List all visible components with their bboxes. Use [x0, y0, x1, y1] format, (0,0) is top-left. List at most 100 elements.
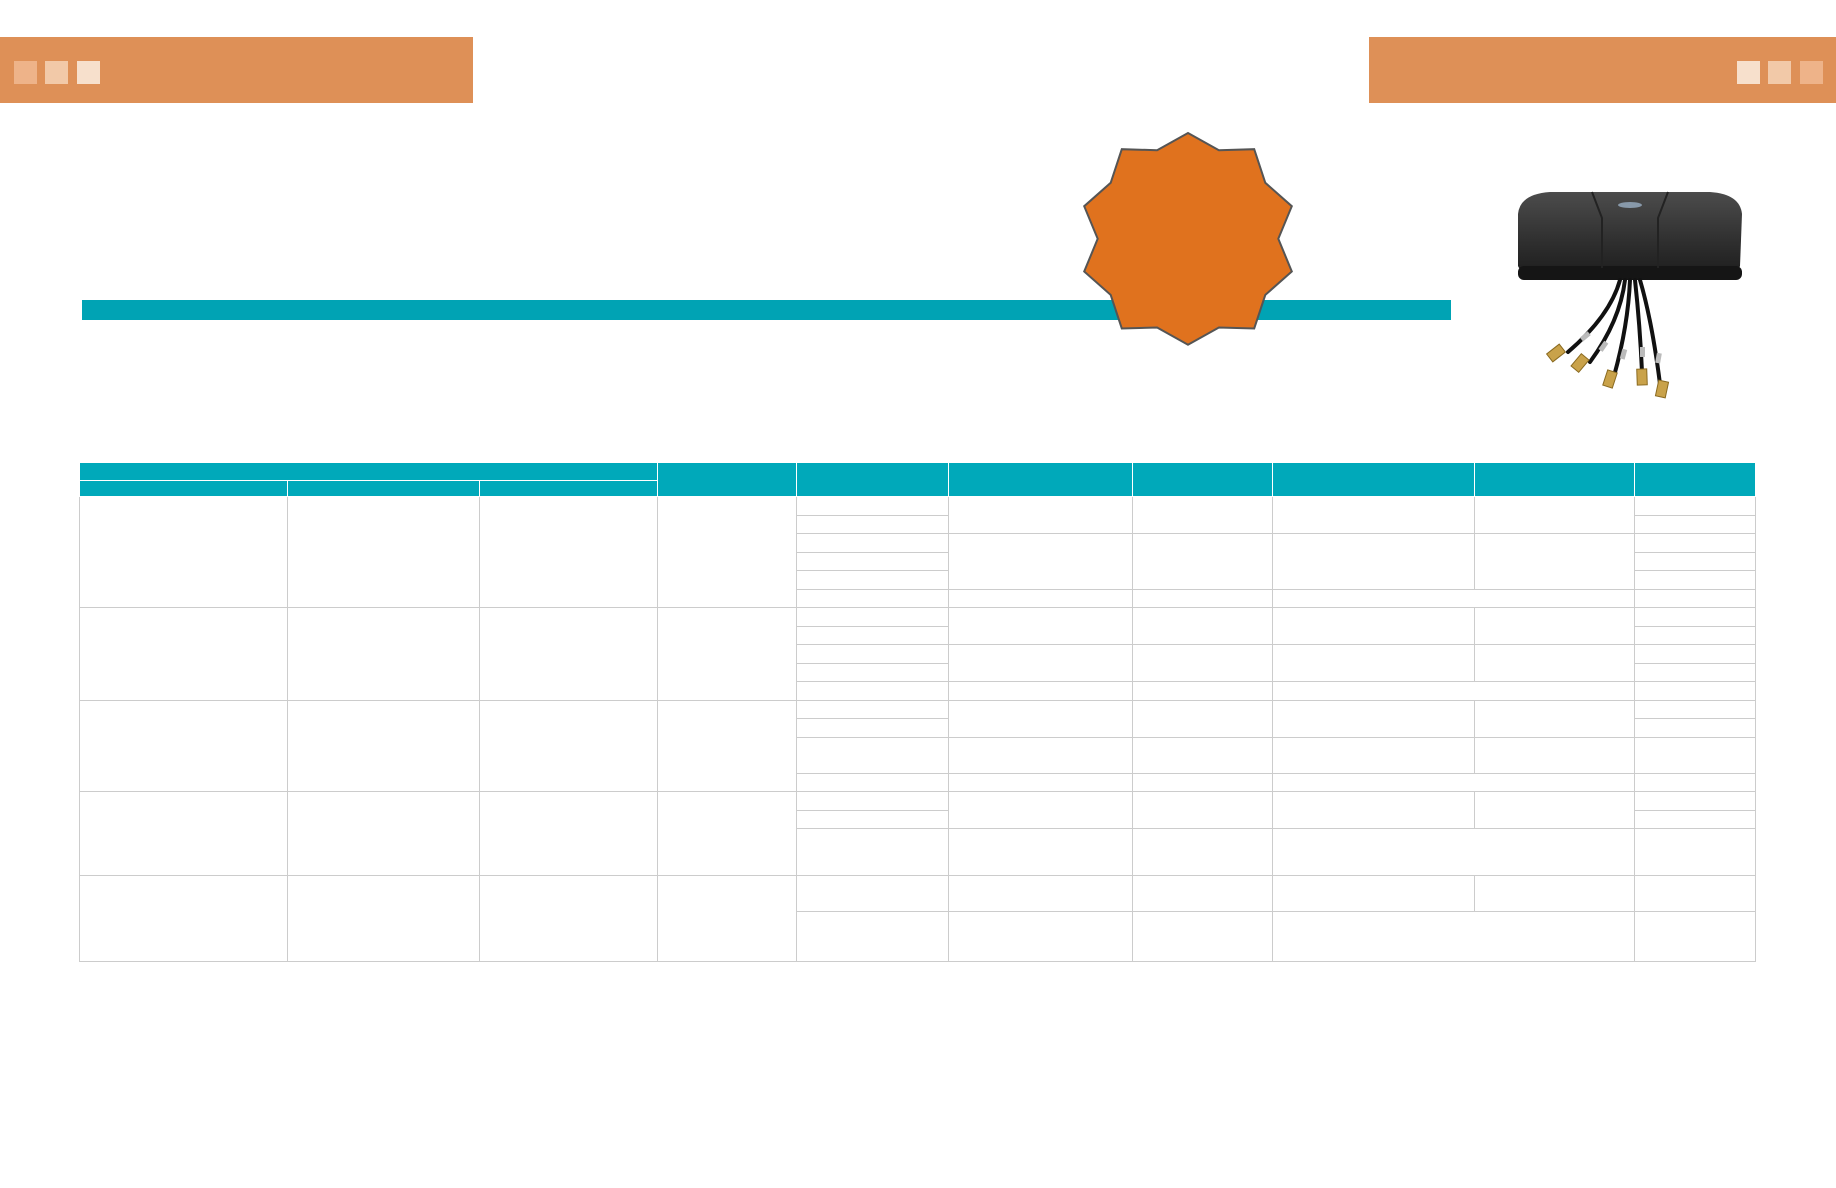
table-row [80, 662, 1757, 683]
table-cell [796, 874, 950, 912]
table-cell [1634, 828, 1757, 876]
table-cell [1634, 551, 1757, 572]
header-cell [657, 462, 798, 497]
table-cell [1132, 644, 1274, 683]
header-band-left [0, 37, 473, 103]
table-row [80, 551, 1757, 572]
table-cell [1272, 607, 1476, 646]
table-cell [1474, 644, 1636, 683]
table-cell [796, 662, 950, 683]
table-cell [79, 874, 288, 963]
table-cell [1132, 681, 1274, 701]
table-cell [79, 495, 288, 609]
table-row [80, 514, 1757, 535]
section-divider [82, 300, 1451, 320]
table-cell [948, 699, 1134, 738]
table-cell [796, 496, 950, 516]
table-cell [1474, 874, 1636, 912]
table-cell [1634, 607, 1757, 627]
table-cell [948, 828, 1134, 876]
table-row [80, 718, 1757, 738]
table-cell [796, 809, 950, 830]
table-row [79, 874, 1757, 963]
header-cell [796, 462, 950, 497]
table-cell [796, 533, 950, 553]
table-cell [287, 791, 480, 876]
header-cell [1634, 462, 1757, 497]
table-cell [796, 644, 950, 664]
header-square-2 [1768, 61, 1791, 84]
table-cell [1272, 699, 1476, 738]
table-row [80, 644, 1757, 683]
table-cell [948, 644, 1134, 683]
table-cell [796, 681, 950, 701]
table-cell [1272, 828, 1636, 876]
table-cell [948, 681, 1134, 701]
table-cell [796, 570, 950, 590]
spec-table [78, 462, 1757, 963]
table-row [80, 533, 1757, 590]
table-row [79, 791, 1757, 876]
table-cell [948, 772, 1134, 793]
table-cell [79, 607, 288, 701]
antenna-product-image [1518, 191, 1742, 399]
table-cell [948, 874, 1134, 912]
table-cell [948, 588, 1134, 609]
table-cell [1272, 791, 1476, 830]
table-cell [478, 791, 659, 876]
table-row [80, 588, 1757, 609]
table-cell [796, 699, 950, 720]
table-cell [1634, 874, 1757, 912]
table-row [80, 910, 1757, 963]
header-cell [1132, 462, 1274, 497]
table-cell [1634, 533, 1757, 553]
table-cell [1634, 910, 1757, 963]
table-cell [948, 736, 1134, 774]
header-cell [1474, 462, 1636, 497]
header-square-3 [1800, 61, 1823, 84]
table-row [79, 607, 1757, 701]
table-cell [1272, 681, 1636, 701]
header-square-1 [14, 61, 37, 84]
table-cell [796, 736, 950, 774]
table-cell [1634, 681, 1757, 701]
table-cell [657, 699, 798, 793]
table-cell [1132, 607, 1274, 646]
table-cell [948, 791, 1134, 830]
table-cell [1634, 791, 1757, 811]
table-cell [796, 772, 950, 793]
table-cell [1272, 874, 1476, 912]
table-cell [1132, 699, 1274, 738]
header-subcell [79, 480, 288, 497]
table-cell [1634, 699, 1757, 720]
table-row [80, 570, 1757, 590]
table-cell [1634, 644, 1757, 664]
table-cell [948, 533, 1134, 590]
header-square-2 [45, 61, 68, 84]
table-cell [948, 607, 1134, 646]
table-cell [1634, 662, 1757, 683]
header-cell [1272, 462, 1476, 497]
table-cell [1634, 772, 1757, 793]
table-cell [1634, 625, 1757, 646]
table-cell [1634, 588, 1757, 609]
table-cell [1132, 736, 1274, 774]
table-cell [1132, 910, 1274, 963]
starburst-badge-icon [1083, 131, 1293, 346]
table-cell [796, 791, 950, 811]
table-cell [287, 607, 480, 701]
table-cell [1474, 791, 1636, 830]
table-cell [1272, 736, 1476, 774]
table-cell [1474, 699, 1636, 738]
table-cell [478, 607, 659, 701]
header-group-cell [78, 462, 659, 481]
table-row [79, 699, 1757, 793]
table-cell [657, 874, 798, 963]
table-cell [478, 699, 659, 793]
table-cell [657, 607, 798, 701]
table-cell [796, 910, 950, 963]
table-cell [1132, 874, 1274, 912]
table-cell [1634, 718, 1757, 738]
table-cell [796, 607, 950, 627]
table-cell [1132, 791, 1274, 830]
